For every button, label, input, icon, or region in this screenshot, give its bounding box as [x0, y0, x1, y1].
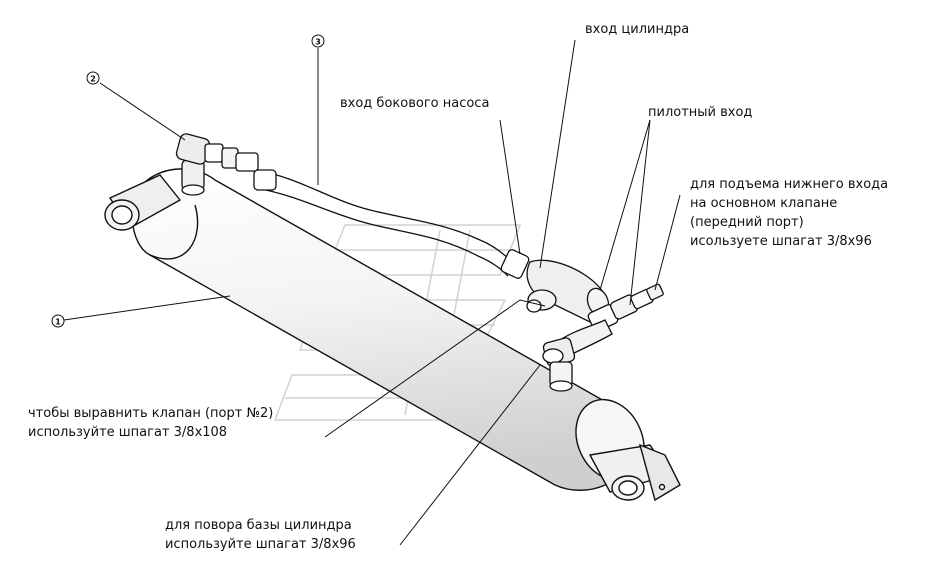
- label-lower-inlet: для подъема нижнего входа на основном кл…: [690, 175, 888, 251]
- label-lower-inlet-line2: на основном клапане: [690, 196, 838, 211]
- callout-2-label: 2: [90, 75, 96, 84]
- label-cylinder-inlet: вход цилиндра: [585, 22, 690, 37]
- valve-tee: [500, 249, 664, 332]
- lower-elbow-fitting: [542, 319, 613, 392]
- callout-3-label: 3: [315, 38, 321, 47]
- label-align-valve-line2: используйте шпагат 3/8х108: [28, 425, 228, 440]
- callout-2: 2: [86, 71, 100, 85]
- label-side-pump-inlet: вход бокового насоса: [340, 96, 490, 111]
- label-align-valve-line1: чтобы выравнить клапан (порт №2): [28, 406, 274, 421]
- label-pilot-inlet: пилотный вход: [648, 105, 753, 120]
- cylinder-body: [131, 168, 633, 491]
- rod-end: [575, 398, 681, 502]
- label-base-rotate: для повора базы цилиндра используйте шпа…: [165, 516, 356, 554]
- callout-1: 1: [51, 314, 65, 328]
- label-align-valve: чтобы выравнить клапан (порт №2) использ…: [28, 404, 273, 442]
- elbow-fitting-2: [175, 133, 259, 196]
- hose-3: [253, 169, 513, 277]
- label-base-rotate-line2: используйте шпагат 3/8х96: [165, 537, 356, 552]
- label-lower-inlet-line1: для подъема нижнего входа: [690, 177, 889, 192]
- callout-3: 3: [311, 34, 325, 48]
- label-base-rotate-line1: для повора базы цилиндра: [165, 518, 352, 533]
- label-lower-inlet-line4: исользуете шпагат 3/8х96: [690, 234, 872, 249]
- leader-lines: [63, 39, 681, 546]
- rear-clevis: [104, 174, 182, 231]
- label-lower-inlet-line3: (передний порт): [690, 215, 804, 230]
- callout-1-label: 1: [55, 318, 61, 327]
